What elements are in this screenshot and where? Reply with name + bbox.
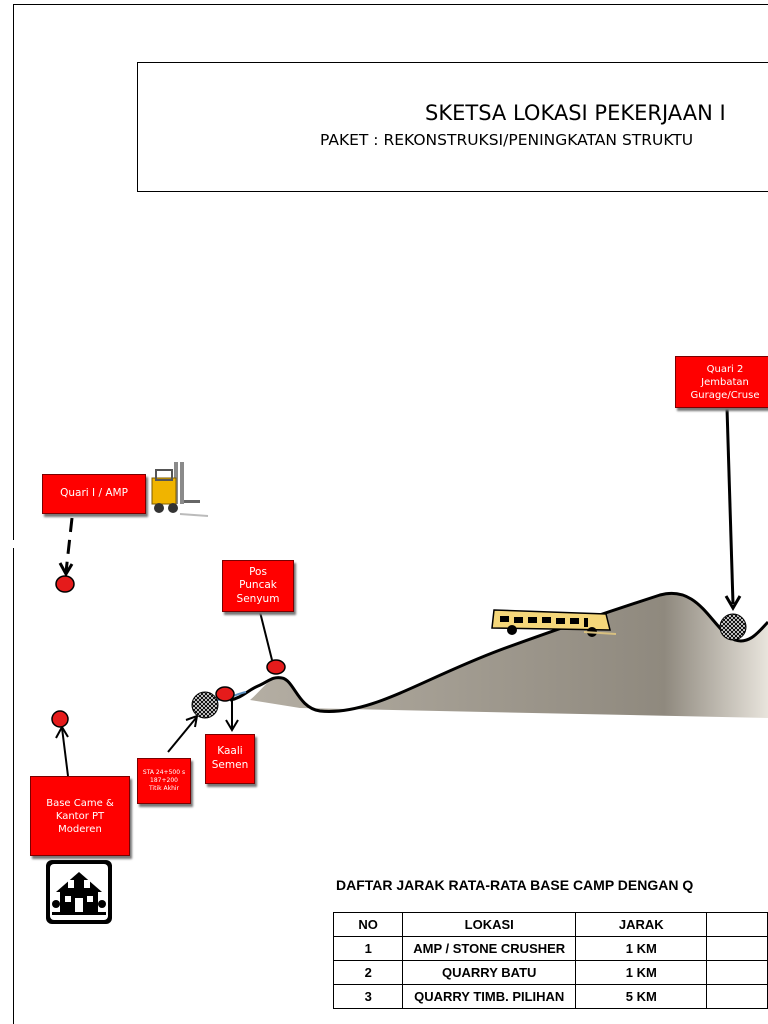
header-lokasi: LOKASI xyxy=(402,912,577,937)
table-row: 3 QUARRY TIMB. PILIHAN 5 KM xyxy=(332,984,768,1009)
label-base-camp-line2: Kantor PT xyxy=(55,810,105,822)
page-title: SKETSA LOKASI PEKERJAAN I xyxy=(425,101,726,125)
label-pos-puncak-line1: Pos xyxy=(249,565,267,578)
arrow-kaali xyxy=(225,700,239,732)
label-quari1: Quari I / AMP xyxy=(42,474,146,514)
bus-icon xyxy=(491,609,617,637)
page-subtitle: PAKET : REKONSTRUKSI/PENINGKATAN STRUKTU xyxy=(320,131,694,149)
label-kaali-semen-line2: Semen xyxy=(211,759,249,771)
row-lokasi: QUARRY TIMB. PILIHAN xyxy=(402,984,577,1009)
label-base-camp: Base Came & Kantor PT Moderen xyxy=(30,776,130,856)
label-kaali-semen: Kaali Semen xyxy=(205,734,255,784)
label-quari2-line1: Quari 2 xyxy=(706,363,744,375)
label-quari2-line3: Gurage/Cruse xyxy=(690,389,760,401)
header-jarak: JARAK xyxy=(575,912,708,937)
row-jarak: 1 KM xyxy=(575,936,708,961)
label-pos-puncak: Pos Puncak Senyum xyxy=(222,560,294,612)
table-row: 2 QUARRY BATU 1 KM xyxy=(332,960,768,985)
label-base-camp-line3: Moderen xyxy=(58,823,102,835)
row-no: 2 xyxy=(332,960,404,985)
row-extra xyxy=(706,984,768,1009)
label-sta: STA 24+500 s 187+200 Titik Akhir xyxy=(137,758,191,804)
label-pos-puncak-line2: Puncak xyxy=(239,579,277,592)
sta-hatched-point xyxy=(191,691,219,719)
pos-puncak-point xyxy=(266,659,286,675)
distance-table: NO LOKASI JARAK 1 AMP / STONE CRUSHER 1 … xyxy=(332,912,768,1009)
table-row: 1 AMP / STONE CRUSHER 1 KM xyxy=(332,936,768,961)
header-extra xyxy=(706,912,768,937)
label-base-camp-line1: Base Came & xyxy=(46,797,114,809)
distance-list-title: DAFTAR JARAK RATA-RATA BASE CAMP DENGAN … xyxy=(336,877,694,893)
page-frame-top xyxy=(14,4,768,5)
kaali-semen-point xyxy=(215,686,235,702)
quari2-hatched-point xyxy=(719,613,747,641)
table-header-row: NO LOKASI JARAK xyxy=(332,912,768,937)
arrow-quari2 xyxy=(724,407,742,611)
row-no: 3 xyxy=(332,984,404,1009)
row-lokasi: AMP / STONE CRUSHER xyxy=(402,936,577,961)
hill-ridge-line xyxy=(229,591,768,713)
row-extra xyxy=(706,960,768,985)
arrow-base-camp xyxy=(55,724,69,777)
row-extra xyxy=(706,936,768,961)
page-frame-left xyxy=(13,4,14,540)
label-quari2-line2: Jembatan xyxy=(701,376,749,388)
title-box xyxy=(137,62,768,192)
row-no: 1 xyxy=(332,936,404,961)
label-sta-line1: STA 24+500 s xyxy=(142,769,186,777)
label-quari2: Quari 2 Jembatan Gurage/Cruse xyxy=(675,356,768,408)
house-icon xyxy=(46,860,112,924)
forklift-icon xyxy=(151,462,209,517)
row-jarak: 1 KM xyxy=(575,960,708,985)
label-quari1-text: Quari I / AMP xyxy=(60,487,128,500)
hill-terrain xyxy=(250,593,768,718)
base-camp-point xyxy=(51,710,69,728)
label-sta-line3: Titik Akhir xyxy=(148,784,180,792)
label-kaali-semen-line1: Kaali xyxy=(217,745,243,758)
header-no: NO xyxy=(332,912,404,937)
label-pos-puncak-line3: Senyum xyxy=(236,592,280,605)
arrow-sta xyxy=(167,714,199,753)
label-sta-line2: 187+200 xyxy=(150,777,178,785)
page-frame-left-lower xyxy=(13,548,14,1024)
arrow-quari1 xyxy=(58,517,74,578)
arrow-pos-puncak xyxy=(259,611,273,661)
quari1-point xyxy=(55,575,75,593)
row-jarak: 5 KM xyxy=(575,984,708,1009)
row-lokasi: QUARRY BATU xyxy=(402,960,577,985)
